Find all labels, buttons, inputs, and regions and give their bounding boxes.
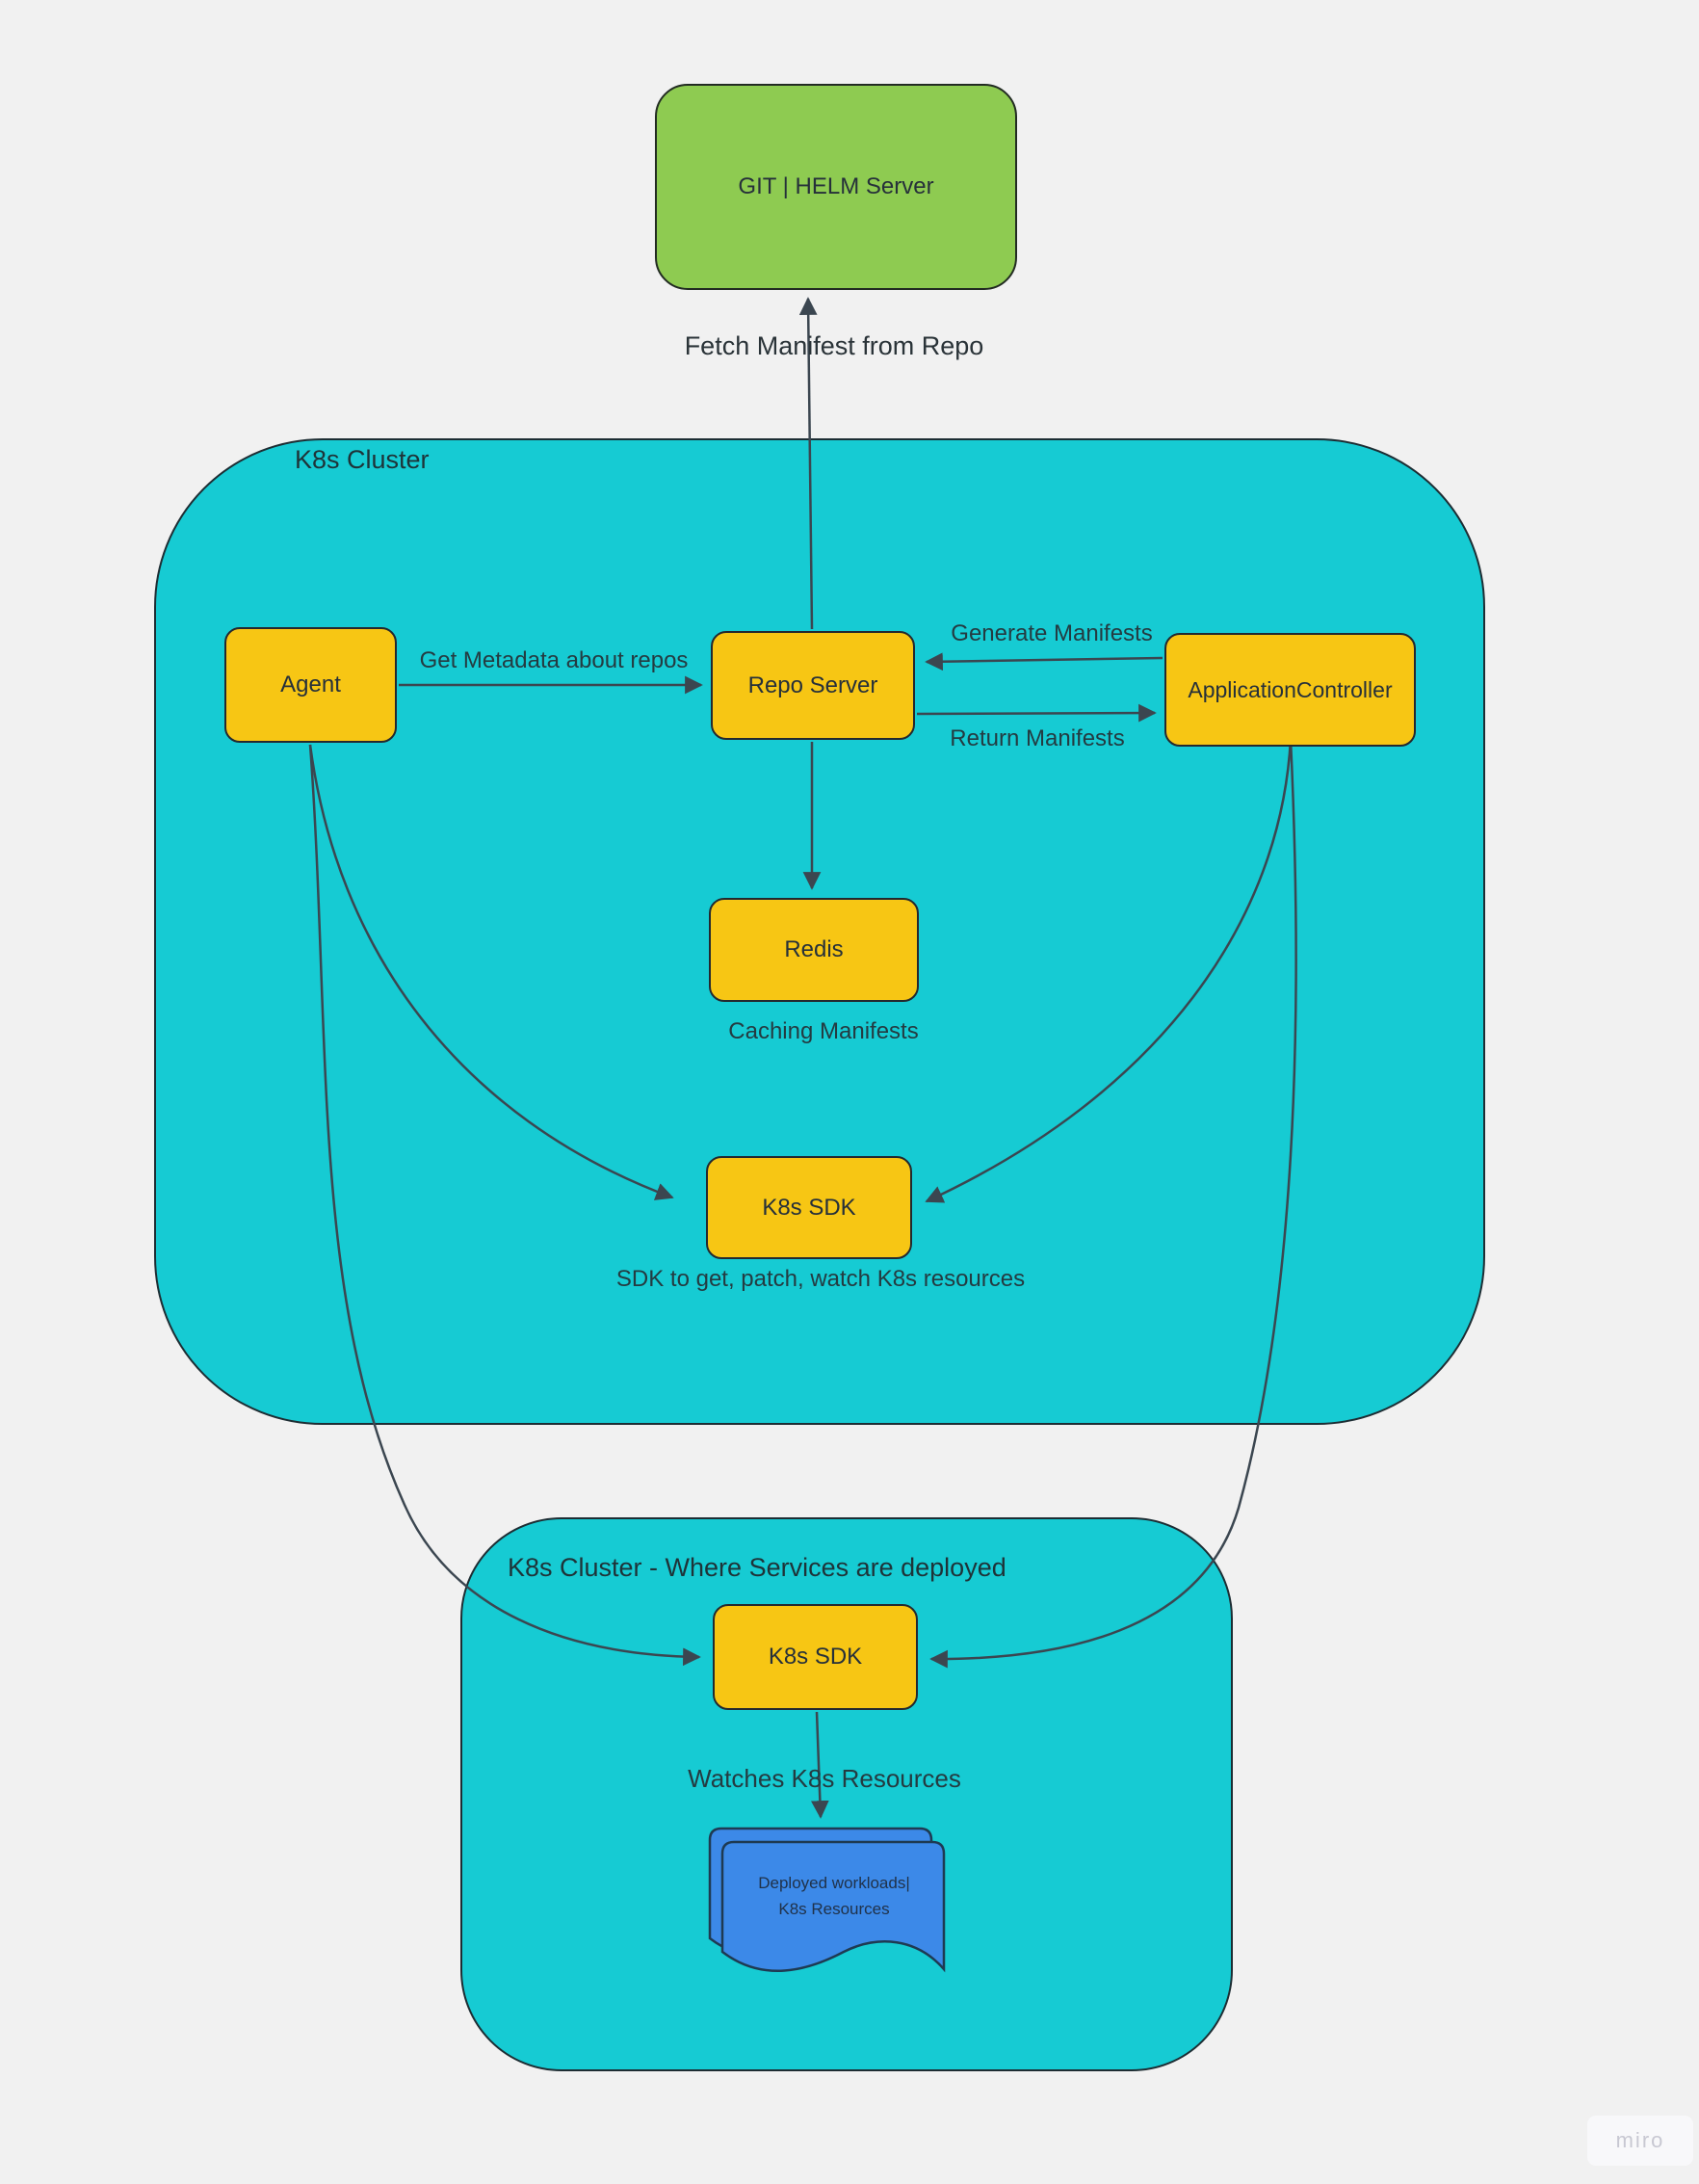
node-redis[interactable]: Redis bbox=[709, 898, 919, 1002]
node-application-controller[interactable]: ApplicationController bbox=[1164, 633, 1416, 747]
workloads-document-label: Deployed workloads| K8s Resources bbox=[758, 1870, 910, 1922]
label-generate-manifests[interactable]: Generate Manifests bbox=[951, 620, 1153, 646]
cluster-main-title: K8s Cluster bbox=[295, 445, 430, 474]
cluster-deploy-title: K8s Cluster - Where Services are deploye… bbox=[508, 1553, 1006, 1582]
label-watches-k8s-resources[interactable]: Watches K8s Resources bbox=[688, 1764, 961, 1793]
miro-watermark: miro bbox=[1587, 2116, 1693, 2166]
workloads-document-label-line2: K8s Resources bbox=[778, 1900, 890, 1918]
node-k8s-sdk-main-label: K8s SDK bbox=[762, 1194, 856, 1221]
workloads-document-label-line1: Deployed workloads| bbox=[758, 1874, 910, 1892]
label-sdk-get-patch-watch[interactable]: SDK to get, patch, watch K8s resources bbox=[615, 1266, 1026, 1292]
connector-appctrl-to-repo[interactable] bbox=[925, 652, 1163, 671]
node-k8s-sdk-main[interactable]: K8s SDK bbox=[706, 1156, 912, 1259]
connector-repo-to-appctrl[interactable] bbox=[916, 703, 1157, 723]
node-repo-server[interactable]: Repo Server bbox=[711, 631, 915, 740]
connector-appctrl-to-sdk-deploy[interactable] bbox=[929, 738, 1297, 1669]
label-get-metadata-about-repos[interactable]: Get Metadata about repos bbox=[419, 647, 689, 673]
connector-agent-to-sdk-main[interactable] bbox=[308, 744, 674, 1200]
label-caching-manifests[interactable]: Caching Manifests bbox=[728, 1018, 919, 1044]
node-k8s-sdk-deploy-label: K8s SDK bbox=[768, 1644, 863, 1670]
connector-repo-to-git[interactable] bbox=[798, 297, 818, 630]
node-k8s-sdk-deploy[interactable]: K8s SDK bbox=[713, 1604, 918, 1710]
workloads-document-front-page[interactable] bbox=[720, 1840, 946, 1973]
connector-appctrl-to-sdk-main[interactable] bbox=[925, 738, 1293, 1203]
label-return-manifests[interactable]: Return Manifests bbox=[950, 725, 1125, 751]
connector-sdk-deploy-to-workloads[interactable] bbox=[811, 1711, 829, 1819]
node-git-helm-server-label: GIT | HELM Server bbox=[738, 173, 934, 199]
node-redis-label: Redis bbox=[784, 936, 844, 962]
node-agent[interactable]: Agent bbox=[224, 627, 397, 743]
miro-watermark-label: miro bbox=[1615, 2128, 1665, 2152]
label-fetch-manifest-from-repo[interactable]: Fetch Manifest from Repo bbox=[684, 331, 984, 360]
node-application-controller-label: ApplicationController bbox=[1188, 676, 1393, 702]
node-agent-label: Agent bbox=[280, 671, 341, 697]
connector-agent-to-sdk-deploy[interactable] bbox=[308, 744, 701, 1667]
node-git-helm-server[interactable]: GIT | HELM Server bbox=[655, 84, 1017, 290]
node-repo-server-label: Repo Server bbox=[747, 671, 878, 698]
